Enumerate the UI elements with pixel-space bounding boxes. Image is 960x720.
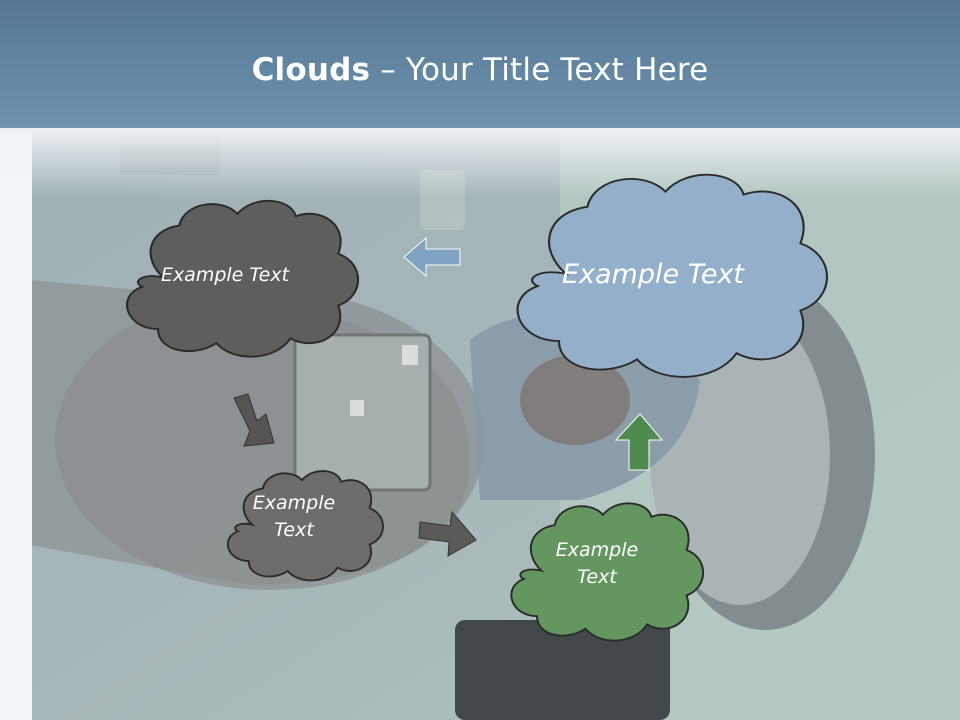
cloud-gray-top-text: Example Text (160, 264, 290, 286)
header-fade (0, 128, 960, 198)
background-photo (0, 130, 960, 720)
cloud-green-line1: Example (555, 539, 639, 561)
slide-title: Clouds – Your Title Text Here (0, 52, 960, 88)
arrow-right-icon (418, 510, 477, 557)
title-dash: – (370, 52, 406, 88)
arrow-left-icon (403, 236, 461, 278)
cloud-gray-small-line1: Example (252, 492, 336, 514)
arrow-down-right-icon (233, 393, 275, 447)
cloud-gray-small-text: Example Text (228, 490, 360, 543)
header-band (0, 0, 960, 130)
cloud-gray-small-line2: Text (274, 518, 314, 541)
cloud-blue-text: Example Text (561, 259, 745, 290)
title-rest: Your Title Text Here (406, 52, 709, 88)
cloud-green-line2: Text (577, 565, 617, 588)
title-bold: Clouds (251, 52, 371, 88)
cloud-green-text: Example Text (522, 537, 672, 590)
arrow-up-icon (614, 413, 664, 471)
